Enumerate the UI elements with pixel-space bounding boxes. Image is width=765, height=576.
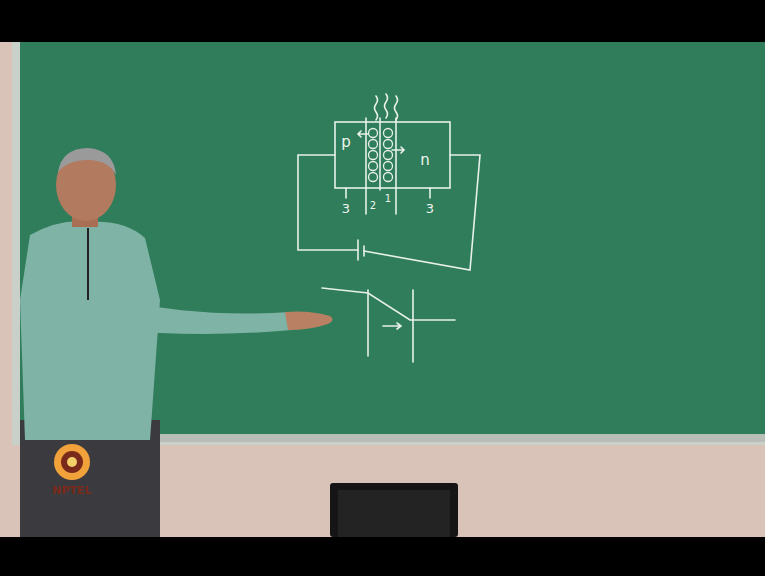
region-label: n: [420, 153, 430, 168]
wire: [298, 155, 358, 250]
monitor-screen: [338, 490, 450, 537]
drift-arrow: [383, 323, 401, 329]
leader-line: [345, 188, 347, 198]
wire: [364, 155, 480, 270]
letterbox-bar: [0, 0, 765, 42]
logo-centre: [67, 457, 77, 467]
hole-arrow: [358, 131, 368, 137]
band-edge: [322, 288, 455, 320]
leader-line: [429, 188, 431, 198]
logo-text: NPTEL: [52, 485, 91, 496]
nptel-logo: [54, 444, 90, 480]
shirt-sleeve: [118, 300, 292, 334]
battery-plate: [357, 240, 359, 260]
carrier-circles: [369, 129, 393, 182]
letterbox-bar: [0, 537, 765, 576]
pn-junction-bar: [335, 122, 450, 188]
region-label: p: [341, 135, 351, 150]
logo-hub: [61, 451, 83, 473]
hand: [285, 312, 333, 331]
electron-arrow: [392, 147, 404, 153]
region-number: 3: [342, 202, 350, 215]
light-ray: [395, 96, 398, 120]
light-ray: [375, 96, 378, 120]
logo-wheel: [54, 444, 90, 480]
board-frame: [12, 42, 765, 445]
region-number: 3: [426, 202, 434, 215]
wall: [0, 42, 765, 537]
light-ray: [385, 94, 388, 118]
head: [56, 149, 116, 221]
region-boundary: [365, 118, 367, 214]
chalk-ledge: [140, 434, 765, 442]
region-boundary: [379, 118, 381, 190]
monitor: [330, 483, 458, 537]
depletion-edge: [412, 290, 414, 362]
region-number: 2: [370, 201, 376, 211]
region-number: 1: [385, 194, 391, 204]
microphone-cable: [87, 228, 89, 300]
lecturer: [20, 148, 333, 537]
region-boundary: [395, 118, 397, 214]
depletion-edge: [367, 290, 369, 356]
hair: [58, 148, 116, 175]
